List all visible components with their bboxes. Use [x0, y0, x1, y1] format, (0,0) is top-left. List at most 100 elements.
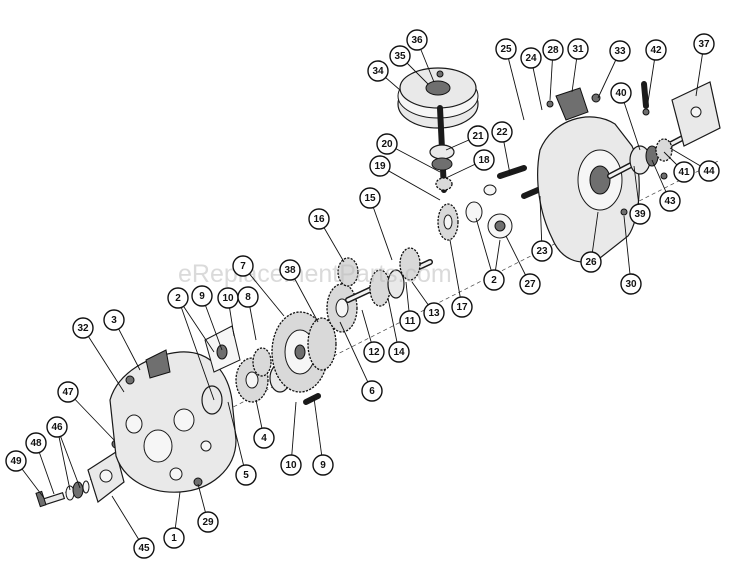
callout-circle [232, 255, 254, 277]
callout-circle [367, 60, 389, 82]
callout-10: 10 [280, 454, 302, 476]
callout-10: 10 [217, 287, 239, 309]
callout-circle [389, 45, 411, 67]
callout-number: 10 [285, 460, 297, 471]
callout-circle [57, 381, 79, 403]
callout-number: 37 [698, 39, 710, 50]
callout-number: 26 [585, 257, 597, 268]
callout-number: 17 [456, 302, 468, 313]
callout-41: 41 [673, 161, 695, 183]
callout-number: 34 [372, 66, 384, 77]
callout-circle [645, 39, 667, 61]
callout-49: 49 [5, 450, 27, 472]
callout-circle [399, 310, 421, 332]
callout-circle [279, 259, 301, 281]
callout-18: 18 [473, 149, 495, 171]
callout-number: 36 [411, 35, 423, 46]
callout-circle [698, 160, 720, 182]
callout-number: 4 [261, 433, 267, 444]
callout-26: 26 [580, 251, 602, 273]
callout-1: 1 [163, 527, 185, 549]
callout-number: 29 [202, 517, 214, 528]
callout-circle [167, 287, 189, 309]
pulley-assembly [397, 67, 479, 193]
callout-number: 45 [138, 543, 150, 554]
callout-29: 29 [197, 511, 219, 533]
callout-number: 31 [572, 44, 584, 55]
callout-35: 35 [389, 45, 411, 67]
callout-38: 38 [279, 259, 301, 281]
callout-circle [673, 161, 695, 183]
callout-circle [451, 296, 473, 318]
callout-39: 39 [629, 203, 651, 225]
callout-circle [542, 39, 564, 61]
callout-number: 39 [634, 209, 646, 220]
callout-number: 19 [374, 161, 386, 172]
callout-5: 5 [235, 464, 257, 486]
callout-number: 25 [500, 44, 512, 55]
callout-8: 8 [237, 286, 259, 308]
bolt-and-washers [35, 480, 90, 508]
callout-circle [253, 427, 275, 449]
callout-24: 24 [520, 47, 542, 69]
callout-44: 44 [698, 160, 720, 182]
callout-43: 43 [659, 190, 681, 212]
callout-circle [609, 40, 631, 62]
callout-number: 21 [472, 131, 484, 142]
callout-circle [580, 251, 602, 273]
callout-number: 9 [199, 291, 205, 302]
callout-number: 10 [222, 293, 234, 304]
callout-16: 16 [308, 208, 330, 230]
callout-number: 2 [491, 275, 497, 286]
callout-6: 6 [361, 380, 383, 402]
callout-number: 46 [51, 422, 63, 433]
watermark-text: eReplacementParts.com [178, 260, 452, 288]
callout-number: 14 [393, 347, 405, 358]
callout-28: 28 [542, 39, 564, 61]
callout-circle [519, 273, 541, 295]
callout-number: 28 [547, 45, 559, 56]
callout-circle [237, 286, 259, 308]
callout-circle [473, 149, 495, 171]
callout-7: 7 [232, 255, 254, 277]
callout-number: 2 [175, 293, 181, 304]
callout-number: 35 [394, 51, 406, 62]
callout-number: 42 [650, 45, 662, 56]
callout-circle [197, 511, 219, 533]
callout-number: 20 [381, 139, 393, 150]
callout-21: 21 [467, 125, 489, 147]
callout-circle [483, 269, 505, 291]
callout-circle [467, 125, 489, 147]
callout-number: 5 [243, 470, 249, 481]
callout-circle [369, 155, 391, 177]
callout-number: 7 [240, 261, 246, 272]
callout-12: 12 [363, 341, 385, 363]
callout-number: 22 [496, 127, 508, 138]
callout-14: 14 [388, 341, 410, 363]
callout-number: 38 [284, 265, 296, 276]
callout-42: 42 [645, 39, 667, 61]
callout-circle [491, 121, 513, 143]
callout-circle [133, 537, 155, 559]
callout-30: 30 [620, 273, 642, 295]
callout-number: 32 [77, 323, 89, 334]
callout-number: 1 [171, 533, 177, 544]
callout-13: 13 [423, 302, 445, 324]
callout-37: 37 [693, 33, 715, 55]
callout-9: 9 [312, 454, 334, 476]
callout-circle [531, 240, 553, 262]
callout-circle [567, 38, 589, 60]
callout-22: 22 [491, 121, 513, 143]
callout-number: 6 [369, 386, 375, 397]
left-gear-housing [109, 349, 237, 493]
callout-31: 31 [567, 38, 589, 60]
callout-2: 2 [483, 269, 505, 291]
callout-number: 24 [525, 53, 537, 64]
callout-circle [308, 208, 330, 230]
callout-circle [25, 432, 47, 454]
callout-number: 3 [111, 315, 117, 326]
callout-46: 46 [46, 416, 68, 438]
callout-number: 16 [313, 214, 325, 225]
callout-23: 23 [531, 240, 553, 262]
